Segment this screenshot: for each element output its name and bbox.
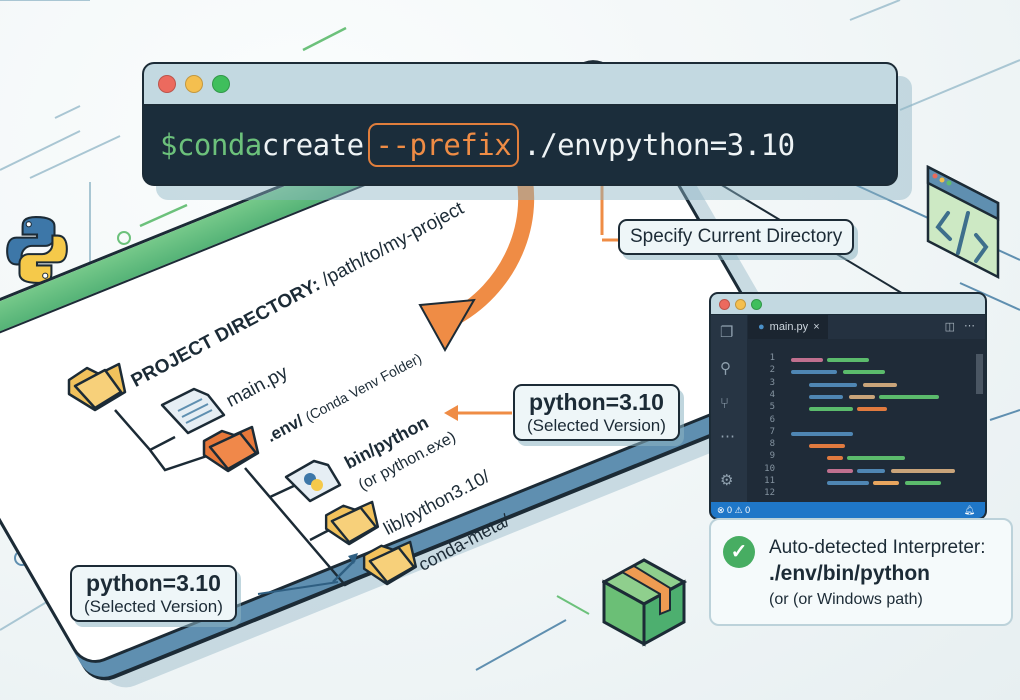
path-arg: ./env xyxy=(523,128,609,162)
code-token xyxy=(827,468,853,473)
project-folder-icon xyxy=(67,362,127,412)
tab-label: main.py xyxy=(769,321,809,333)
maximize-button[interactable] xyxy=(212,75,230,93)
settings-gear-icon[interactable]: ⚙ xyxy=(720,472,734,489)
line-number: 4 xyxy=(769,389,775,400)
close-button[interactable] xyxy=(158,75,176,93)
maximize-button[interactable] xyxy=(751,298,762,310)
callout-title: python=3.10 xyxy=(86,570,221,596)
conda-meta-folder-icon xyxy=(362,540,418,586)
python-logo-icon xyxy=(6,216,68,284)
line-number: 3 xyxy=(769,377,775,388)
python-file-icon xyxy=(284,459,342,503)
code-token xyxy=(879,394,939,399)
code-token xyxy=(873,481,899,485)
more-icon[interactable]: ⋯ xyxy=(720,428,735,445)
code-token xyxy=(891,468,955,473)
callout-title: python=3.10 xyxy=(529,389,664,415)
code-token xyxy=(827,456,843,461)
env-folder-orange-icon xyxy=(202,425,260,473)
selected-version-callout-left: python=3.10 (Selected Version) xyxy=(70,565,237,622)
code-token xyxy=(791,358,823,362)
callout-subtitle: (Selected Version) xyxy=(527,415,666,435)
interpreter-path: ./env/bin/python xyxy=(769,562,930,585)
code-token xyxy=(809,444,845,449)
interpreter-detected-panel: ✓ Auto-detected Interpreter: ./env/bin/p… xyxy=(709,518,1013,626)
line-number: 7 xyxy=(769,426,775,437)
terminal-command-line[interactable]: $ conda create--prefix./env python=3.10 xyxy=(144,106,896,184)
code-token xyxy=(791,431,853,436)
notifications-bell-icon[interactable]: 🔔︎ xyxy=(963,504,975,515)
file-icon xyxy=(160,387,226,435)
line-number: 10 xyxy=(764,463,775,474)
explorer-icon[interactable]: ❐ xyxy=(720,324,734,341)
code-token xyxy=(843,370,885,375)
problems-indicator[interactable]: ⊗ 0 ⚠ 0 xyxy=(717,504,751,515)
prompt-symbol: $ xyxy=(160,128,177,162)
code-token xyxy=(809,394,843,399)
command-create: create xyxy=(261,128,364,162)
interpreter-alt-note: (or (or Windows path) xyxy=(769,591,923,608)
code-token xyxy=(827,481,869,485)
callout-text: Specify Current Directory xyxy=(630,226,843,247)
code-token xyxy=(905,481,941,485)
activity-bar: ❐ ⚲ ⑂ ⋯ ⚙ xyxy=(711,315,747,502)
editor-titlebar xyxy=(711,294,985,315)
more-actions-icon[interactable]: ⋯ xyxy=(964,320,975,332)
code-token xyxy=(827,358,869,362)
line-number: 5 xyxy=(769,402,775,413)
line-number: 2 xyxy=(769,365,775,376)
check-icon: ✓ xyxy=(723,536,755,568)
code-window-icon xyxy=(926,164,1000,280)
tab-main-py[interactable]: ● main.py × xyxy=(748,315,838,339)
line-number: 12 xyxy=(764,488,775,499)
close-button[interactable] xyxy=(719,298,730,310)
version-arg: python=3.10 xyxy=(608,128,795,162)
line-number: 6 xyxy=(769,414,775,425)
line-number: 1 xyxy=(769,353,775,363)
prefix-flag: --prefix xyxy=(367,123,520,167)
selected-version-callout-right: python=3.10 (Selected Version) xyxy=(513,384,680,441)
code-token xyxy=(809,407,853,412)
minimize-button[interactable] xyxy=(185,75,203,93)
status-bar: ⊗ 0 ⚠ 0 🔔︎ xyxy=(711,502,985,518)
source-control-icon[interactable]: ⑂ xyxy=(720,395,730,412)
specify-directory-callout: Specify Current Directory xyxy=(618,219,855,255)
command-conda: conda xyxy=(176,128,262,162)
minimize-button[interactable] xyxy=(735,298,746,310)
code-token xyxy=(857,468,885,473)
line-number: 8 xyxy=(769,439,775,450)
python-file-tab-icon: ● xyxy=(758,321,765,333)
line-number: 9 xyxy=(769,451,775,462)
code-token xyxy=(847,456,905,461)
tab-bar: ◫ ⋯ xyxy=(828,315,985,339)
code-token xyxy=(809,382,857,387)
scrollbar[interactable] xyxy=(976,354,983,394)
package-box-orange-tape-icon xyxy=(602,558,688,647)
callout-subtitle: (Selected Version) xyxy=(84,596,223,616)
code-token xyxy=(791,370,837,375)
terminal-window: $ conda create--prefix./env python=3.10 xyxy=(142,62,898,186)
split-editor-icon[interactable]: ◫ xyxy=(944,321,955,333)
code-token xyxy=(857,407,887,412)
interpreter-label: Auto-detected Interpreter: xyxy=(769,537,986,558)
close-tab-icon[interactable]: × xyxy=(813,321,820,333)
code-token xyxy=(863,382,897,387)
search-icon[interactable]: ⚲ xyxy=(720,360,731,377)
line-number: 11 xyxy=(764,476,775,486)
terminal-titlebar xyxy=(144,64,896,106)
lib-folder-icon xyxy=(324,500,380,546)
code-token xyxy=(849,394,875,399)
